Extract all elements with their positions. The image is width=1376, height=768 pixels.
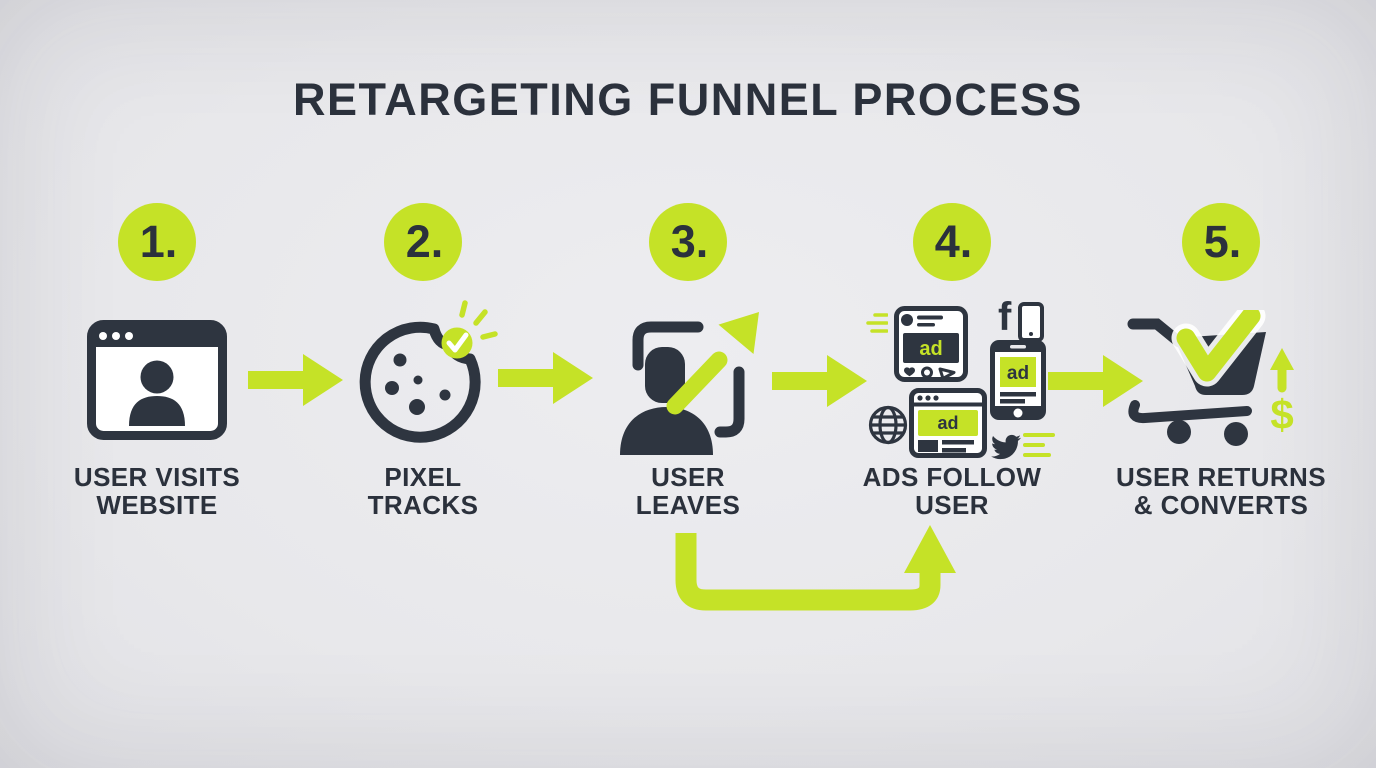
step-number-badge: 1. — [118, 203, 196, 281]
step-3-user-leaves: 3. USER LEAVES — [563, 203, 813, 519]
step-number-badge: 5. — [1182, 203, 1260, 281]
cart-conversion-icon: $ — [1127, 310, 1294, 446]
step-label: USER RETURNS & CONVERTS — [1116, 462, 1326, 520]
step-label: USER LEAVES — [635, 462, 741, 520]
share-icon — [938, 367, 956, 380]
check-badge-icon — [441, 327, 473, 359]
check-icon — [1171, 310, 1266, 387]
ads-on-devices-icon: ad f ad — [851, 295, 1055, 466]
revenue-up-icon: $ — [1270, 348, 1294, 438]
browser-ad-icon: ad — [909, 388, 987, 458]
speed-lines-icon — [866, 313, 888, 333]
page-title: RETARGETING FUNNEL PROCESS — [293, 74, 1083, 125]
browser-with-user-icon — [87, 320, 227, 440]
svg-text:ad: ad — [919, 338, 942, 360]
svg-text:ad: ad — [1007, 363, 1029, 384]
user-leaving-icon — [620, 312, 759, 455]
comment-icon — [921, 366, 933, 379]
leave-arrow-icon — [666, 312, 759, 415]
return-loop-arrow-icon — [675, 525, 956, 611]
step-number-badge: 2. — [384, 203, 462, 281]
step-number-badge: 4. — [913, 203, 991, 281]
step-number-badge: 3. — [649, 203, 727, 281]
right-arrow-icon — [772, 355, 867, 407]
heart-icon — [904, 367, 915, 377]
step-5-user-returns-converts: 5. $ USER RETURNS & CONV — [1096, 203, 1346, 519]
twitter-icon — [991, 434, 1021, 460]
step-4-ads-follow-user: 4. ad — [827, 203, 1077, 519]
sparkle-rays-icon — [459, 300, 498, 340]
globe-icon — [868, 405, 908, 445]
svg-text:ad: ad — [937, 413, 958, 433]
step-2-pixel-tracks: 2. PIXEL TRACK — [298, 203, 548, 519]
right-arrow-icon — [498, 352, 593, 404]
step-label: USER VISITS WEBSITE — [73, 462, 241, 520]
social-post-ad-icon: ad — [894, 306, 968, 382]
svg-text:$: $ — [1270, 391, 1293, 438]
phone-ad-icon: ad — [990, 340, 1046, 420]
step-label: ADS FOLLOW USER — [862, 462, 1042, 520]
mini-phone-icon — [1018, 302, 1044, 342]
cookie-tracking-icon — [359, 300, 498, 443]
right-arrow-icon — [248, 354, 343, 406]
facebook-icon: f — [998, 295, 1012, 339]
step-label: PIXEL TRACKS — [367, 462, 479, 520]
right-arrow-icon — [1048, 355, 1143, 407]
step-1-user-visits-website: 1. USER VISITS WEBSITE — [32, 203, 282, 519]
speed-lines-icon — [1023, 433, 1055, 457]
